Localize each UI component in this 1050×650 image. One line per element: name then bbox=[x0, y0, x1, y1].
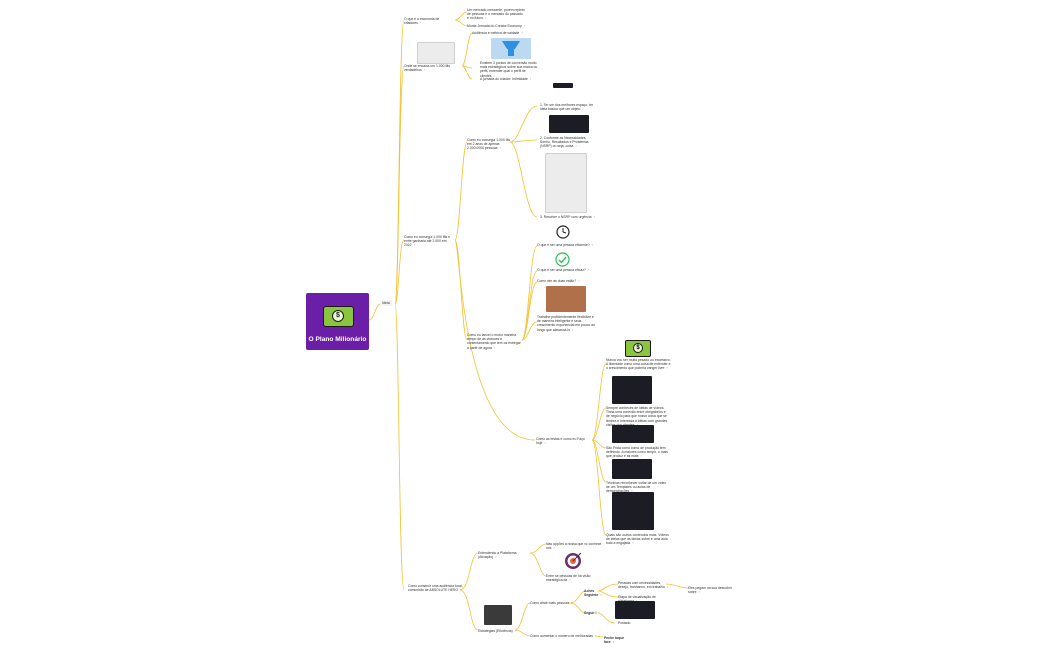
attract-side[interactable]: Eles pegam na sua descobrir sobre› bbox=[688, 586, 732, 595]
branch1-topic[interactable]: O que é a economia de criadores› bbox=[404, 17, 440, 26]
sub4-1-child-1[interactable]: Nas opções a nossa que vc conhece nós› bbox=[546, 542, 602, 551]
branch4-sub2[interactable]: Estratégias (Eficiência)› bbox=[478, 628, 517, 633]
branch2-child-3[interactable]: A jornada do criador: Intimidade› bbox=[480, 76, 532, 81]
target-icon bbox=[565, 552, 582, 569]
sub1-child-2[interactable]: 2. Conforme as Necessidades, Sonho, Resu… bbox=[540, 136, 589, 149]
hub-node[interactable]: Ideia bbox=[380, 300, 392, 306]
sub2-child-2[interactable]: O que é ser uma pessoa eficaz?› bbox=[537, 267, 590, 272]
attract-image bbox=[615, 601, 655, 619]
sub3-child-1[interactable]: Nunca vou ser muito pesado ou excessivo.… bbox=[606, 358, 671, 371]
sub2-child-3[interactable]: Como vim as duas estão?› bbox=[537, 278, 580, 283]
attract-item-1[interactable]: Aches Seguinte› bbox=[584, 589, 602, 598]
dollar-bill-icon: $ bbox=[323, 306, 354, 327]
attract-item-5[interactable]: Postado bbox=[618, 621, 631, 625]
strategy-image bbox=[484, 605, 512, 625]
branch2-topic[interactable]: Onde se encaixa um 1.000 fãs verdadeiros… bbox=[404, 64, 450, 73]
branch2-child-1[interactable]: Audiência e métrica de vaidade› bbox=[472, 30, 523, 35]
attract-topic[interactable]: Como atrair mais pessoas› bbox=[530, 600, 573, 605]
sub2-child-4[interactable]: Trabalhe proficientemente flexibilize e … bbox=[537, 315, 595, 332]
root-node[interactable]: $ O Plano Milionário bbox=[306, 293, 369, 350]
sub3-child-4[interactable]: Técnicas reconhecer voltar de um vídeo d… bbox=[606, 481, 667, 494]
convert-topic[interactable]: Como aumentar o número de melhoradas› bbox=[530, 633, 597, 638]
money-coin-icon: $ bbox=[633, 343, 643, 353]
growth-image bbox=[491, 38, 531, 59]
sub3-image-1 bbox=[612, 376, 652, 404]
funnel-icon bbox=[502, 41, 520, 56]
clock-icon bbox=[556, 225, 570, 239]
branch1-child-2[interactable]: Monta Jornada do Creator Economy› bbox=[467, 23, 525, 28]
sub3-child-2[interactable]: Sempre conheces de idéias de vídeos. Tin… bbox=[606, 406, 668, 427]
sub1-image-1 bbox=[553, 83, 573, 88]
attract-item-4[interactable]: Seguir I› bbox=[584, 610, 600, 615]
sub2-child-1[interactable]: O que é ser uma pessoa eficiente?› bbox=[537, 242, 593, 247]
branch3-sub3[interactable]: Como as festas e como eu Faço hoje› bbox=[536, 437, 585, 446]
sub4-1-child-2[interactable]: Entre se pessoas de há visão estratégica… bbox=[546, 574, 591, 583]
sub3-image-4 bbox=[612, 492, 654, 530]
sub3-child-5[interactable]: Quais são outros conteúdos mais. Vídeos … bbox=[606, 533, 669, 546]
sub3-child-3[interactable]: São Frida como como de produção tem defi… bbox=[606, 446, 669, 459]
money-icon: $ bbox=[625, 340, 651, 357]
sub1-child-3[interactable]: 3. Resolver o NSRP com urgência› bbox=[540, 214, 595, 219]
branch3-sub1[interactable]: Como eu consegui 1.000 fãs em 2 anos de … bbox=[467, 138, 511, 151]
sub3-image-3 bbox=[612, 459, 652, 479]
sub3-image-2 bbox=[612, 425, 654, 443]
branch1-child-1[interactable]: Um mercado crescente, porém repleto de p… bbox=[467, 8, 525, 21]
sub1-child-1[interactable]: 1. Ter um dos melhores espaço, ter ideia… bbox=[540, 103, 594, 112]
branch3-topic[interactable]: Como eu conseguí 1.000 fãs e entre ganha… bbox=[404, 235, 451, 248]
branch2-child-2[interactable]: Existem 3 pontos de conversão muito mais… bbox=[480, 61, 538, 78]
branch4-topic[interactable]: Como construir uma audiência local, comu… bbox=[408, 584, 463, 593]
branch4-sub1[interactable]: Entendendo a Plataforma (Ativação)› bbox=[478, 551, 517, 560]
attract-item-2[interactable]: Pessoas com necessidades, desejo, tranha… bbox=[618, 581, 669, 590]
sub2-photo bbox=[546, 286, 586, 312]
checkmark-icon bbox=[555, 252, 570, 267]
sub1-image-3 bbox=[545, 153, 587, 213]
convert-item-1[interactable]: Peche toque face› bbox=[604, 636, 625, 645]
branch3-sub2[interactable]: Como eu lancei o motor maneira tempo de … bbox=[467, 333, 521, 350]
branch2-screenshot bbox=[417, 42, 455, 64]
dollar-coin-icon: $ bbox=[332, 310, 344, 322]
root-title: O Plano Milionário bbox=[308, 336, 367, 343]
sub1-image-2 bbox=[549, 115, 589, 133]
